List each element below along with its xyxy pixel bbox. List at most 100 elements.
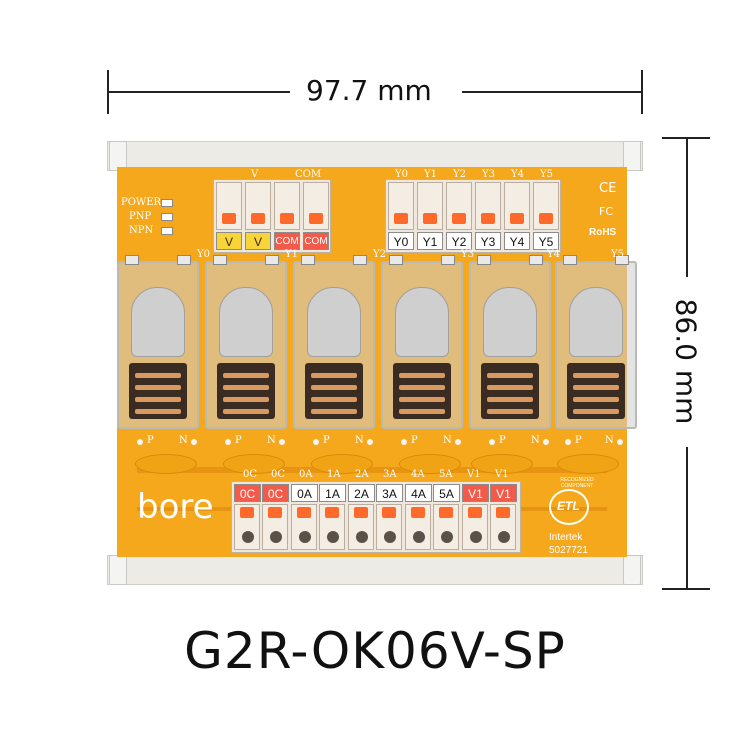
terminal-spring[interactable] (446, 182, 472, 230)
silk-y3: Y3 (482, 169, 495, 180)
npn-led (161, 227, 173, 235)
rail-clip-br (623, 555, 641, 585)
bottom-silk: 4A (411, 469, 425, 480)
relay-label-y3: Y3 (461, 249, 474, 260)
terminal-label-0c: 0C (234, 484, 261, 502)
relay-release-lever[interactable] (471, 454, 533, 474)
relay-contacts (129, 363, 187, 419)
relay-label-y4: Y4 (547, 249, 560, 260)
status-label-power: POWER (121, 197, 162, 208)
solder-dot (137, 439, 143, 445)
relay-label-y5: Y5 (611, 249, 624, 260)
height-dimension-label: 86.0 mm (669, 298, 703, 425)
bottom-silk: 0A (299, 469, 313, 480)
terminal-spring[interactable] (376, 504, 402, 550)
relay-coil (131, 287, 185, 357)
p-label: P (575, 435, 582, 446)
terminal-spring[interactable] (303, 182, 329, 230)
terminal-spring[interactable] (262, 504, 288, 550)
relay-coil (569, 287, 623, 357)
solder-dot (617, 439, 623, 445)
relay-release-lever[interactable] (135, 454, 197, 474)
terminal-spring[interactable] (234, 504, 260, 550)
terminal-label-1a: 1A (319, 484, 346, 502)
silk-y0: Y0 (395, 169, 408, 180)
relay-release-lever[interactable] (223, 454, 285, 474)
terminal-label-4a: 4A (405, 484, 432, 502)
cert-number: 5027721 (549, 545, 588, 556)
relay-coil (219, 287, 273, 357)
silk-com: COM (295, 169, 322, 180)
p-label: P (411, 435, 418, 446)
bottom-silk: 3A (383, 469, 397, 480)
etl-logo: ETL (549, 489, 589, 525)
terminal-spring[interactable] (388, 182, 414, 230)
n-label: N (355, 435, 364, 446)
pcb-board: POWER PNP NPN V COM V V COM COM Y0 Y1 Y2… (117, 167, 637, 557)
relay-coil (307, 287, 361, 357)
status-label-npn: NPN (129, 225, 154, 236)
relay-y3 (381, 255, 463, 429)
terminal-spring[interactable] (319, 504, 345, 550)
relay-y4 (469, 255, 551, 429)
relay-release-lever[interactable] (311, 454, 373, 474)
height-dim-line-top (686, 137, 688, 277)
solder-dot (565, 439, 571, 445)
n-label: N (531, 435, 540, 446)
terminal-spring[interactable] (348, 504, 374, 550)
relay-contacts (567, 363, 625, 419)
bottom-rail (107, 555, 643, 585)
terminal-spring[interactable] (462, 504, 488, 550)
terminal-spring[interactable] (291, 504, 317, 550)
relay-contacts (481, 363, 539, 419)
terminal-label-v1: V1 (462, 484, 489, 502)
relay-label-y2: Y2 (373, 249, 386, 260)
rohs-mark: RoHS (589, 227, 617, 238)
terminal-spring[interactable] (405, 504, 431, 550)
relay-label-y0: Y0 (197, 249, 210, 260)
terminal-spring[interactable] (504, 182, 530, 230)
bottom-silk: 2A (355, 469, 369, 480)
terminal-label-v1: V1 (490, 484, 517, 502)
terminal-spring[interactable] (490, 504, 516, 550)
relay-release-lever[interactable] (557, 454, 619, 474)
brand-logo: bore (137, 487, 214, 527)
relay-contacts (393, 363, 451, 419)
terminal-spring[interactable] (533, 182, 559, 230)
terminal-label-y5: Y5 (533, 232, 559, 250)
terminal-label-2a: 2A (348, 484, 375, 502)
width-dim-right-tick (641, 70, 643, 114)
relay-release-lever[interactable] (399, 454, 461, 474)
silk-y1: Y1 (424, 169, 437, 180)
n-label: N (605, 435, 614, 446)
solder-dot (543, 439, 549, 445)
p-label: P (499, 435, 506, 446)
terminal-label-0c: 0C (262, 484, 289, 502)
relay-label-y1: Y1 (285, 249, 298, 260)
terminal-spring[interactable] (433, 504, 459, 550)
terminal-spring[interactable] (216, 182, 242, 230)
terminal-spring[interactable] (475, 182, 501, 230)
terminal-label-y4: Y4 (504, 232, 530, 250)
relay-coil (395, 287, 449, 357)
terminal-spring[interactable] (245, 182, 271, 230)
bottom-silk: 5A (439, 469, 453, 480)
top-right-terminal-block: Y0 Y1 Y2 Y3 Y4 Y5 (385, 179, 561, 253)
silk-y5: Y5 (540, 169, 553, 180)
silk-v: V (251, 169, 259, 180)
terminal-spring[interactable] (274, 182, 300, 230)
bottom-silk: V1 (467, 469, 481, 480)
n-label: N (179, 435, 188, 446)
terminal-label-5a: 5A (433, 484, 460, 502)
model-title: G2R-OK06V-SP (184, 622, 566, 680)
n-label: N (443, 435, 452, 446)
pnp-led (161, 213, 173, 221)
fc-mark: FC (599, 205, 614, 218)
pcb-trace (137, 467, 607, 473)
relay-contacts (217, 363, 275, 419)
width-dim-line-left (107, 91, 290, 93)
silk-y4: Y4 (511, 169, 524, 180)
relay-y0 (117, 255, 199, 429)
solder-dot (367, 439, 373, 445)
terminal-spring[interactable] (417, 182, 443, 230)
